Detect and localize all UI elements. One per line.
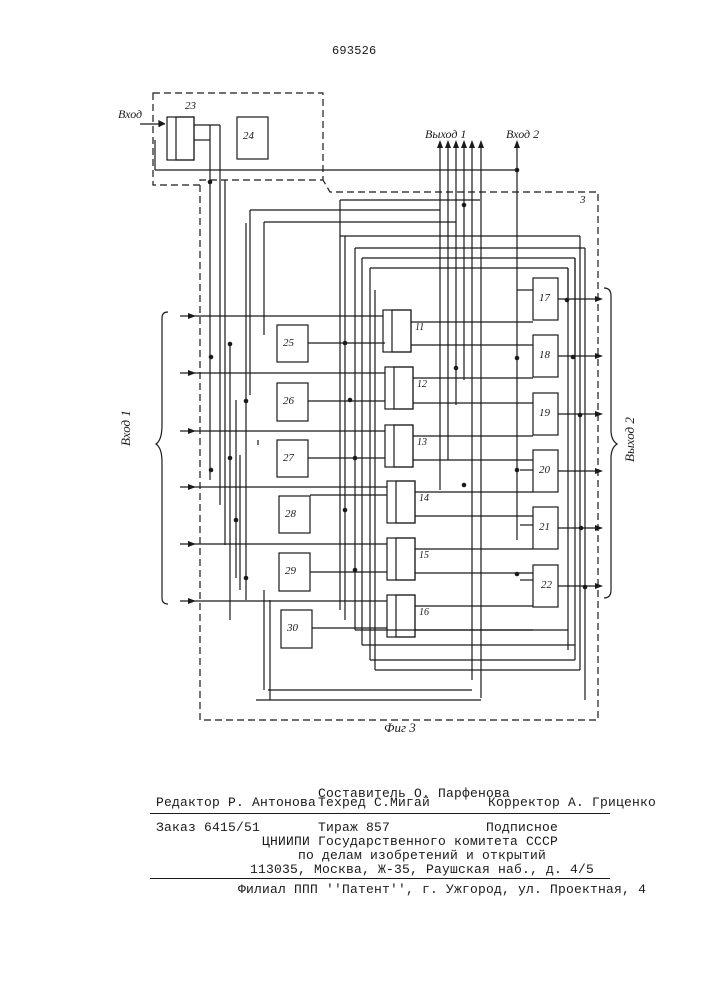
footer-org: ЦНИИПИ Государственного комитета СССР (262, 834, 558, 849)
footer-circulation: Тираж 857 (318, 820, 390, 835)
label-output-1: Выход 1 (425, 127, 466, 142)
block-23-label: 23 (185, 100, 196, 112)
footer-address: 113035, Москва, Ж-35, Раушская наб., д. … (250, 862, 594, 877)
label-block-3: 3 (580, 194, 586, 206)
block-12 (385, 367, 413, 409)
output-2-lines (558, 299, 600, 586)
block-16 (387, 595, 415, 637)
block-28-label: 28 (285, 508, 296, 520)
block-15 (387, 538, 415, 580)
block-21-label: 21 (539, 521, 550, 533)
block-13 (385, 425, 413, 467)
block-13-label: 13 (417, 437, 427, 448)
footer-order: Заказ 6415/51 (156, 820, 260, 835)
footer-subscription: Подписное (486, 820, 558, 835)
label-input: Вход (118, 107, 142, 122)
block-19-label: 19 (539, 407, 550, 419)
footer-org2: по делам изобретений и открытий (298, 848, 546, 863)
label-input-2-top: Вход 2 (506, 127, 539, 142)
block-11 (383, 310, 411, 352)
block-16-label: 16 (419, 607, 429, 618)
footer-branch: Филиал ППП ''Патент'', г. Ужгород, ул. П… (238, 882, 646, 897)
circuit-diagram (0, 0, 707, 760)
block-20-label: 20 (539, 464, 550, 476)
figure-caption: Фиг 3 (384, 720, 416, 736)
block-29-label: 29 (285, 565, 296, 577)
footer-divider-top (150, 813, 610, 814)
label-output-2-right: Выход 2 (622, 417, 638, 462)
footer-techred: Техред С.Мигай (318, 795, 430, 810)
block-30-label: 30 (287, 622, 298, 634)
block-23 (167, 117, 194, 160)
footer-editor: Редактор Р. Антонова (156, 795, 316, 810)
block-11-label: 11 (415, 322, 424, 333)
block-27-label: 27 (283, 452, 294, 464)
block-12-label: 12 (417, 379, 427, 390)
block-22-label: 22 (541, 579, 552, 591)
block-14-label: 14 (419, 493, 429, 504)
block-25-label: 25 (283, 337, 294, 349)
block-24-label: 24 (243, 130, 254, 142)
label-input-1: Вход 1 (118, 410, 134, 446)
block-26-label: 26 (283, 395, 294, 407)
footer-corrector: Корректор А. Гриценко (488, 795, 656, 810)
block-14 (387, 481, 415, 523)
footer-divider-bottom (150, 878, 610, 879)
block-15-label: 15 (419, 550, 429, 561)
block-17-label: 17 (539, 292, 550, 304)
dashed-outline-input-unit (153, 93, 323, 185)
block-18-label: 18 (539, 349, 550, 361)
